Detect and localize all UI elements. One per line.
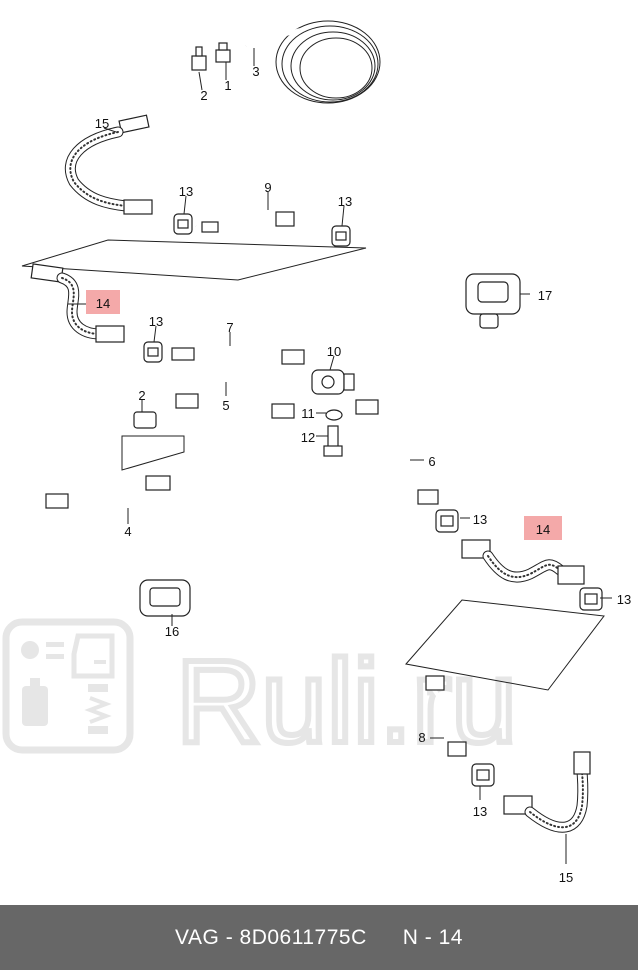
highlight-14-left — [86, 290, 120, 314]
brake-hose-14-right — [461, 539, 585, 585]
callout-label-c13c: 13 — [149, 314, 163, 329]
footer-bar: VAG - 8D0611775C N - 14 — [0, 905, 638, 970]
ruli-watermark: Ruli.ru — [2, 618, 520, 771]
clip-13f — [471, 763, 495, 787]
oil-can-icon — [22, 678, 48, 726]
clip-13c — [143, 341, 163, 363]
assembly-outline-lower-right — [405, 599, 605, 691]
brake-hose-bottom — [503, 751, 591, 833]
callout-label-c14b: 14 — [536, 522, 550, 537]
callout-label-c15a: 15 — [95, 116, 109, 131]
watermark-icon-panel — [2, 618, 134, 754]
coiled-brake-pipe — [245, 20, 381, 104]
callout-label-c17: 17 — [538, 288, 552, 303]
callout-label-c15b: 15 — [559, 870, 573, 885]
callout-label-c11: 11 — [301, 406, 315, 421]
brake-pipe-t-piece — [311, 369, 355, 395]
footer-make: VAG — [175, 925, 220, 949]
callout-label-c13e: 13 — [617, 592, 631, 607]
clip-13e — [579, 587, 603, 611]
retaining-clip — [139, 579, 191, 617]
callout-leader-lines — [68, 48, 612, 864]
brake-pipe-7 — [143, 341, 305, 365]
footer-separator: - — [225, 925, 234, 949]
clip-13d — [435, 509, 459, 533]
callout-label-c13d: 13 — [473, 512, 487, 527]
brake-hose-14-left — [30, 263, 125, 343]
callout-label-c8: 8 — [418, 730, 425, 745]
footer-part-number: 8D0611775C — [239, 925, 367, 949]
callout-label-c5: 5 — [222, 398, 229, 413]
callout-label-c10: 10 — [327, 344, 341, 359]
callout-label-c2b: 2 — [138, 388, 145, 403]
brake-line-exploded-diagram: Ruli.ru — [2, 20, 631, 885]
highlight-14-right — [524, 516, 562, 540]
union-nut-2 — [133, 411, 157, 429]
callout-label-c6: 6 — [428, 454, 435, 469]
brake-pipe-6 — [355, 399, 439, 505]
footer-page-label: N - 14 — [402, 925, 463, 949]
union-nut-fittings-top — [191, 42, 231, 71]
assembly-outline-upper — [21, 239, 367, 281]
gauge-icon — [21, 641, 64, 659]
callout-label-c3: 3 — [252, 64, 259, 79]
mounting-bolt — [323, 425, 343, 457]
brake-pipe-5 — [175, 369, 295, 419]
brake-pipe-4 — [45, 475, 171, 523]
clip-13b — [331, 225, 351, 247]
brake-pipe-8 — [425, 675, 467, 757]
callout-label-c16: 16 — [165, 624, 179, 639]
brake-pipe-9 — [173, 211, 351, 247]
clip-13a — [173, 213, 193, 235]
hose-bracket — [465, 273, 521, 329]
callout-label-c12: 12 — [301, 430, 315, 445]
callout-label-c1: 1 — [224, 78, 231, 93]
callout-label-c14a: 14 — [96, 296, 110, 311]
callout-label-c13f: 13 — [473, 804, 487, 819]
brake-hose-top — [64, 114, 153, 215]
callout-label-c2a: 2 — [200, 88, 207, 103]
callout-label-c4: 4 — [124, 524, 131, 539]
car-door-icon — [71, 633, 115, 679]
callout-label-c13a: 13 — [179, 184, 193, 199]
shock-absorber-icon — [84, 684, 112, 734]
sealing-washer — [325, 409, 343, 421]
callout-label-c9: 9 — [264, 180, 271, 195]
callout-label-c13b: 13 — [338, 194, 352, 209]
assembly-outline-lower-left — [121, 435, 185, 471]
callout-label-c7: 7 — [226, 320, 233, 335]
